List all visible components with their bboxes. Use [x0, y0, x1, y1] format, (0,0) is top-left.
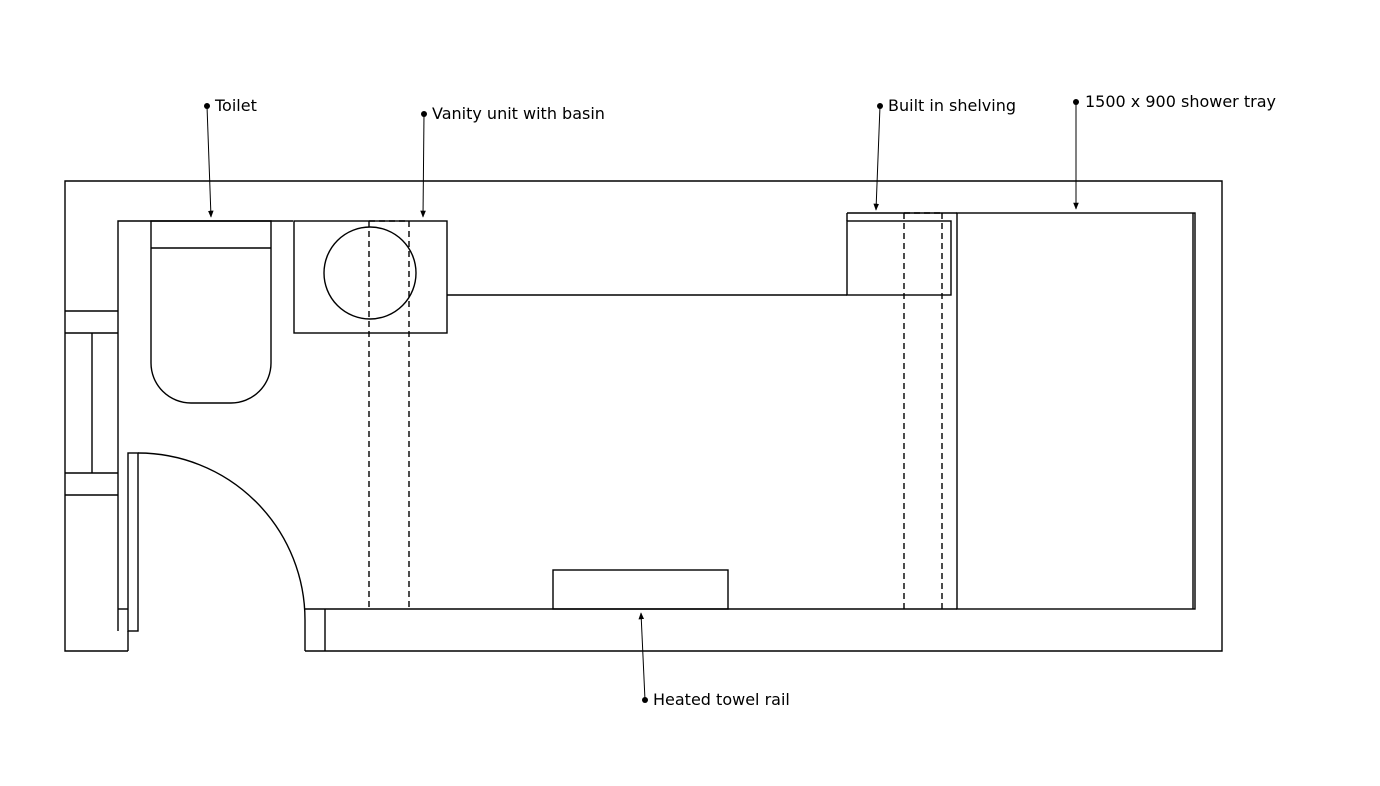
shower-label: 1500 x 900 shower tray: [1085, 92, 1276, 111]
toilet-callout: Toilet: [204, 96, 257, 218]
toilet-label: Toilet: [214, 96, 257, 115]
vanity-callout: Vanity unit with basin: [420, 104, 605, 218]
shelving-callout: Built in shelving: [873, 96, 1016, 211]
heated-towel-rail: [552, 569, 729, 610]
outer-walls: [64, 180, 1223, 652]
towel-rail-callout: Heated towel rail: [638, 612, 790, 709]
shower-callout: 1500 x 900 shower tray: [1073, 92, 1276, 210]
shower-tray: [956, 212, 1196, 610]
dashed-bulkhead-left: [368, 220, 410, 609]
shelving-label: Built in shelving: [888, 96, 1016, 115]
built-in-shelving: [846, 212, 957, 296]
dashed-bulkhead-right: [903, 212, 943, 609]
vanity-unit: [293, 220, 448, 334]
toilet: [150, 220, 272, 404]
vanity-label: Vanity unit with basin: [432, 104, 605, 123]
door: [127, 452, 306, 651]
window: [65, 310, 118, 496]
towel-rail-label: Heated towel rail: [653, 690, 790, 709]
